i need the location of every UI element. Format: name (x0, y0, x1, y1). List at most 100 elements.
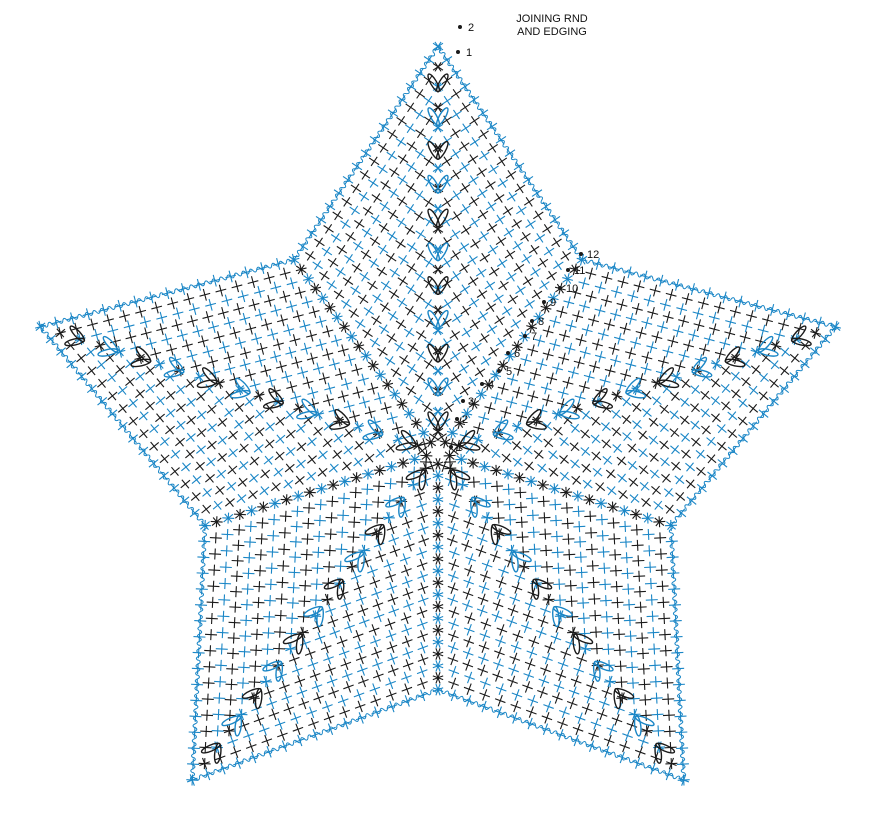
single-crochet-stitch (299, 580, 311, 591)
single-crochet-stitch (215, 486, 224, 494)
stitch-post (266, 568, 278, 569)
stitch-post (354, 458, 363, 466)
single-crochet-stitch (571, 675, 581, 686)
single-crochet-stitch (282, 692, 292, 703)
stitch-post (515, 185, 525, 192)
stitch-post (544, 248, 554, 255)
stitch-post (533, 434, 542, 442)
stitch-post (395, 343, 405, 350)
single-crochet-stitch (523, 446, 532, 454)
stitch-post (634, 591, 646, 592)
single-crochet-stitch (680, 416, 689, 424)
single-crochet-stitch (647, 611, 659, 622)
stitch-post (481, 444, 490, 452)
stitch-post (360, 520, 372, 521)
single-crochet-stitch (514, 487, 526, 498)
stitch-post (265, 584, 277, 585)
single-crochet-stitch (486, 303, 496, 312)
single-crochet-stitch (704, 334, 715, 346)
single-crochet-stitch (574, 536, 586, 547)
single-crochet-stitch (686, 480, 695, 488)
single-crochet-stitch (682, 293, 693, 305)
stitch-post (203, 667, 215, 668)
single-crochet-stitch (521, 354, 532, 366)
single-crochet-stitch (372, 659, 382, 670)
single-crochet-stitch (416, 129, 426, 138)
single-crochet-stitch (314, 692, 324, 703)
single-crochet-stitch (574, 664, 584, 675)
single-crochet-stitch (565, 580, 577, 591)
single-crochet-stitch (433, 506, 443, 517)
single-crochet-stitch (243, 552, 255, 563)
single-crochet-stitch (381, 180, 391, 189)
stitch-post (150, 425, 159, 433)
single-crochet-stitch (301, 549, 313, 560)
single-crochet-stitch (313, 261, 323, 270)
stitch-post (606, 470, 615, 478)
single-crochet-stitch (398, 155, 408, 164)
single-crochet-stitch (416, 230, 426, 239)
single-crochet-stitch (556, 670, 566, 681)
single-crochet-stitch (551, 632, 561, 643)
single-crochet-stitch (262, 644, 274, 655)
stitch-post (398, 278, 408, 285)
single-crochet-stitch (285, 411, 294, 419)
single-crochet-stitch (621, 552, 633, 563)
stitch-post (662, 699, 674, 700)
single-crochet-stitch (495, 316, 505, 325)
single-crochet-stitch (404, 328, 414, 337)
single-crochet-stitch (499, 281, 509, 290)
single-crochet-stitch (672, 373, 681, 381)
single-crochet-stitch (667, 568, 679, 579)
single-crochet-stitch (314, 238, 324, 247)
stitch-post (313, 428, 322, 436)
single-crochet-stitch (543, 349, 554, 361)
stitch-post (622, 573, 634, 574)
single-crochet-stitch (414, 395, 424, 404)
single-crochet-stitch (496, 577, 506, 588)
single-crochet-stitch (373, 670, 383, 681)
stitch-post (534, 451, 543, 459)
stitch-post (701, 409, 710, 417)
stitch-post (264, 600, 276, 601)
single-crochet-stitch (552, 238, 562, 247)
stitch-post (399, 356, 409, 363)
stitch-post (312, 568, 324, 569)
single-crochet-stitch (479, 582, 489, 593)
single-crochet-stitch (251, 629, 263, 640)
stitch-post (227, 653, 239, 654)
stitch-post (396, 321, 406, 328)
single-crochet-stitch (244, 432, 253, 440)
single-crochet-stitch (512, 219, 522, 228)
single-crochet-stitch (192, 663, 204, 674)
stitch-post (346, 233, 356, 240)
stitch-post (299, 585, 311, 586)
single-crochet-stitch (569, 687, 579, 698)
stitch-post (245, 398, 254, 406)
single-crochet-stitch (660, 299, 671, 311)
single-crochet-stitch (461, 204, 471, 213)
single-crochet-stitch (206, 458, 215, 466)
single-crochet-stitch (608, 533, 620, 544)
single-crochet-stitch (371, 215, 381, 224)
single-crochet-stitch (215, 396, 224, 404)
stitch-post (212, 731, 224, 732)
single-crochet-stitch (328, 616, 338, 627)
stitch-post (360, 171, 370, 178)
single-crochet-stitch (299, 698, 309, 709)
stitch-post (561, 252, 571, 259)
single-crochet-stitch (586, 681, 596, 692)
stitch-post (452, 315, 462, 322)
stitch-post (115, 366, 124, 374)
stitch-post (442, 97, 452, 104)
stitch-post (364, 308, 374, 315)
single-crochet-stitch (636, 327, 647, 339)
stitch-post (361, 504, 373, 505)
single-crochet-stitch (564, 565, 576, 576)
single-crochet-stitch (534, 450, 543, 458)
single-crochet-stitch (799, 313, 810, 325)
single-crochet-stitch (351, 572, 361, 583)
single-crochet-stitch (681, 450, 690, 458)
stitch-post (337, 246, 347, 253)
single-crochet-stitch (388, 594, 398, 605)
